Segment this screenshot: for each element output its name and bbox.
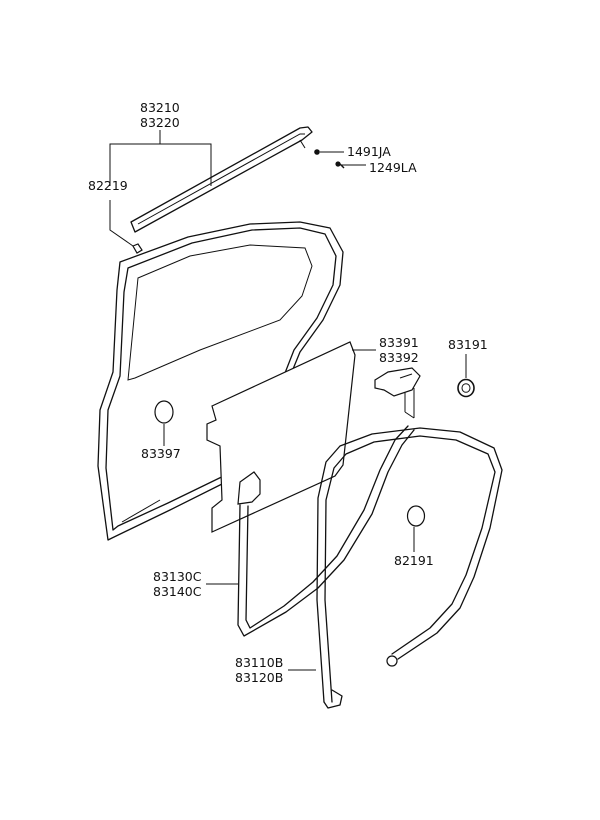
- label-83220: 83220: [140, 115, 180, 130]
- screw-part: [314, 149, 320, 155]
- label-1249la: 1249LA: [369, 160, 417, 175]
- label-83191: 83191: [448, 337, 488, 352]
- weatherstrip-clip-part: [132, 243, 143, 254]
- label-83392: 83392: [379, 350, 419, 365]
- label-82219: 82219: [88, 178, 128, 193]
- label-83397: 83397: [141, 446, 181, 461]
- belt-weatherstrip-part: [130, 126, 313, 233]
- label-83110b: 83110B: [235, 655, 283, 670]
- vapor-barrier-part: [206, 341, 356, 533]
- label-83130c: 83130C: [153, 569, 202, 584]
- label-1491ja: 1491JA: [347, 144, 391, 159]
- body-side-weatherstrip-part: [316, 427, 503, 709]
- label-83120b: 83120B: [235, 670, 283, 685]
- door-plug-part: [154, 400, 174, 424]
- grommet-part: [457, 378, 475, 398]
- plug-part: [406, 505, 426, 527]
- bracket-part: [374, 367, 421, 419]
- label-82191: 82191: [394, 553, 434, 568]
- leader-lines: [109, 130, 467, 671]
- label-83210: 83210: [140, 100, 180, 115]
- label-83140c: 83140C: [153, 584, 202, 599]
- label-83391: 83391: [379, 335, 419, 350]
- door-side-weatherstrip-part: [237, 425, 415, 637]
